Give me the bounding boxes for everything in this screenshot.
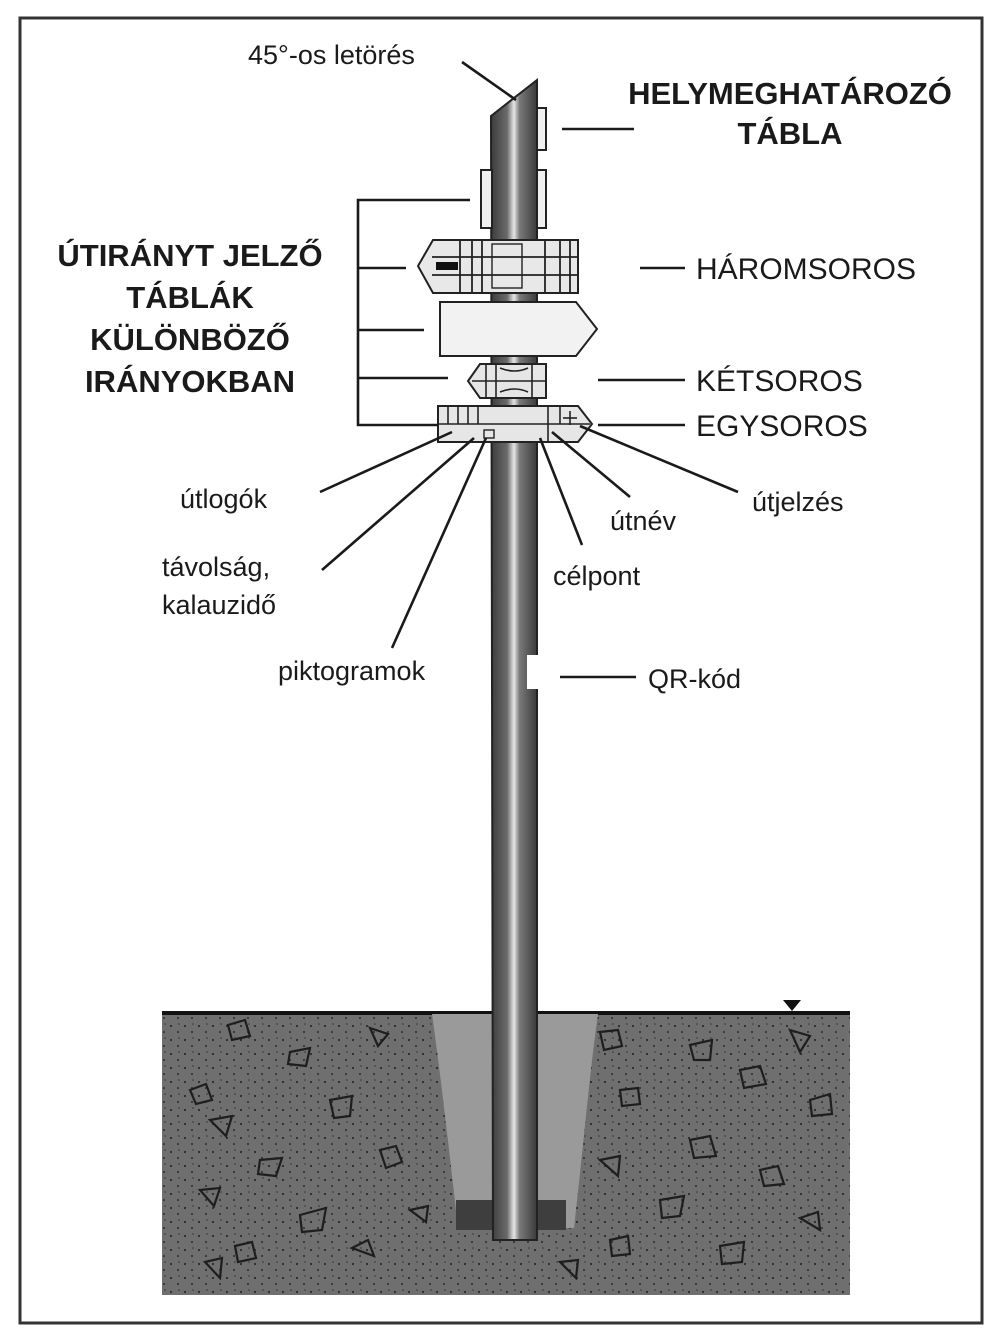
label-direction-signs-line4: IRÁNYOKBAN: [85, 364, 295, 399]
label-route-marking: útjelzés: [752, 487, 844, 517]
label-pictograms: piktogramok: [278, 656, 426, 686]
two-row-sign: [466, 363, 547, 399]
blank-direction-sign: [439, 301, 599, 357]
label-one-row: EGYSOROS: [696, 410, 868, 443]
label-location-sign-line2: TÁBLA: [737, 116, 842, 151]
label-location-sign-line1: HELYMEGHATÁROZÓ: [628, 75, 952, 111]
label-direction-signs-line2: TÁBLÁK: [126, 280, 254, 315]
labels: 45°-os letörés HELYMEGHATÁROZÓ TÁBLA ÚTI…: [57, 40, 952, 694]
label-three-row: HÁROMSOROS: [696, 253, 916, 286]
three-row-sign: [416, 239, 579, 294]
label-route-logos: útlogók: [180, 484, 268, 514]
label-destination: célpont: [553, 561, 641, 591]
label-direction-signs-line3: KÜLÖNBÖZŐ: [90, 321, 290, 357]
one-row-sign: [437, 405, 594, 443]
leader-lines: [319, 60, 739, 679]
label-chamfer: 45°-os letörés: [248, 40, 415, 70]
qr-code-patch: [527, 655, 538, 689]
label-two-row: KÉTSOROS: [696, 365, 863, 398]
label-direction-signs-line1: ÚTIRÁNYT JELZŐ: [57, 237, 322, 273]
label-qr-code: QR-kód: [648, 664, 741, 694]
label-route-name: útnév: [610, 506, 677, 536]
location-sign: [480, 107, 547, 229]
label-distance-line1: távolság,: [162, 552, 270, 582]
label-distance-line2: kalauzidő: [162, 590, 276, 620]
